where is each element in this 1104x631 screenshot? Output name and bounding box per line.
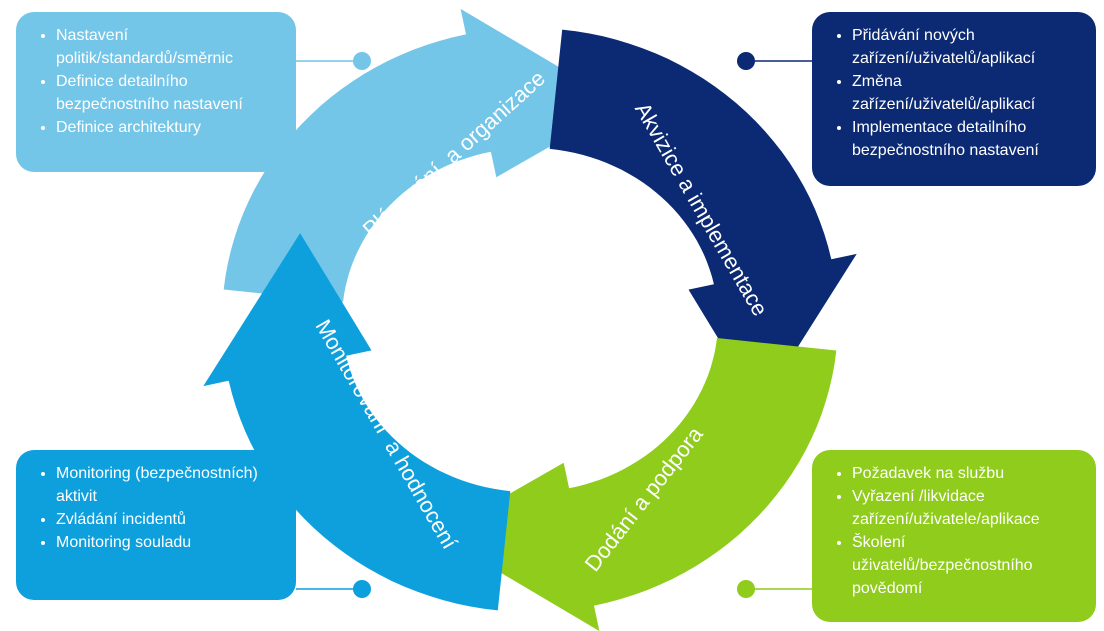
delivery-details-box: Požadavek na službu Vyřazení /likvidace … [812,450,1096,622]
arrow-acquisition [549,29,857,407]
list-item: Nastavení politik/standardů/směrnic [56,24,282,70]
arrow-delivery [437,338,837,631]
connector-bottom-right [737,580,812,598]
delivery-details-list: Požadavek na službu Vyřazení /likvidace … [830,462,1082,600]
list-item: Požadavek na službu [852,462,1082,485]
arrow-planning [223,8,623,303]
list-item: Monitoring souladu [56,531,282,554]
connector-top-right [737,52,812,70]
acquisition-details-box: Přidávání nových zařízení/uživatelů/apli… [812,12,1096,186]
list-item: Zvládání incidentů [56,508,282,531]
list-item: Definice detailního bezpečnostního nasta… [56,70,282,116]
arrow-monitoring [203,233,511,611]
acquisition-details-list: Přidávání nových zařízení/uživatelů/apli… [830,24,1082,162]
monitoring-details-box: Monitoring (bezpečnostních) aktivit Zvlá… [16,450,296,600]
planning-details-list: Nastavení politik/standardů/směrnic Defi… [34,24,282,139]
connector-top-left [296,52,371,70]
planning-details-box: Nastavení politik/standardů/směrnic Defi… [16,12,296,172]
list-item: Změna zařízení/uživatelů/aplikací [852,70,1082,116]
connector-bottom-left [296,580,371,598]
list-item: Školení uživatelů/bezpečnostního povědom… [852,531,1082,600]
list-item: Implementace detailního bezpečnostního n… [852,116,1082,162]
list-item: Vyřazení /likvidace zařízení/uživatele/a… [852,485,1082,531]
list-item: Přidávání nových zařízení/uživatelů/apli… [852,24,1082,70]
list-item: Definice architektury [56,116,282,139]
monitoring-details-list: Monitoring (bezpečnostních) aktivit Zvlá… [34,462,282,554]
list-item: Monitoring (bezpečnostních) aktivit [56,462,282,508]
